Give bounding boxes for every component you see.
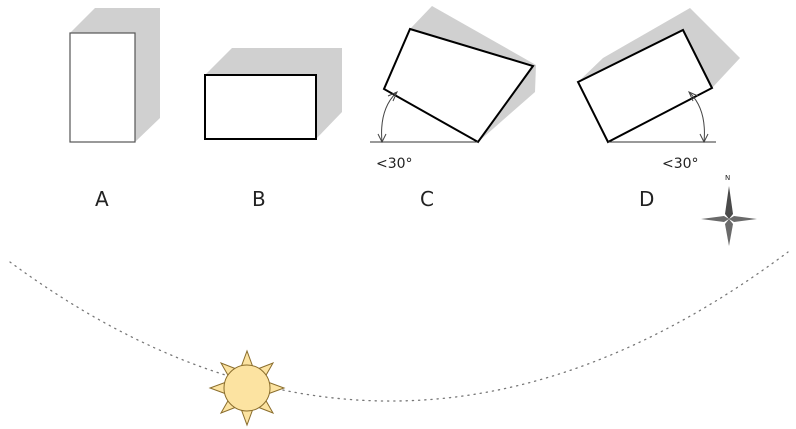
compass-south-point xyxy=(725,219,733,246)
building-b xyxy=(204,48,342,140)
building-d-arrow-top xyxy=(688,91,699,102)
building-c-arrow-bottom xyxy=(377,133,387,144)
building-c-angle-arc xyxy=(381,92,397,143)
compass-north-point xyxy=(725,186,733,219)
sun-path-arc xyxy=(9,251,789,402)
sun-icon xyxy=(208,349,286,427)
compass-west-point xyxy=(701,216,729,222)
compass-rose-icon: N xyxy=(701,174,757,246)
label-b: B xyxy=(252,187,266,211)
building-c-angle-label: <30° xyxy=(376,156,413,172)
label-d: D xyxy=(639,187,654,211)
building-d-arrow-bottom xyxy=(699,133,709,144)
compass-east-point xyxy=(729,216,757,222)
building-c: <30° xyxy=(370,6,536,172)
building-d-shadow xyxy=(578,8,740,88)
sun-disc xyxy=(223,364,271,412)
building-a xyxy=(69,8,160,143)
building-b-shadow xyxy=(205,48,342,139)
building-c-footprint xyxy=(382,27,535,144)
compass-north-label: N xyxy=(725,174,730,182)
building-a-shadow xyxy=(70,8,160,142)
building-c-arrow-top xyxy=(387,91,398,102)
building-d-angle-label: <30° xyxy=(662,156,699,172)
label-c: C xyxy=(420,187,434,211)
building-a-footprint xyxy=(69,32,136,143)
building-d-angle-arc xyxy=(689,92,705,143)
building-c-shadow xyxy=(410,6,536,142)
building-b-footprint xyxy=(204,74,317,140)
building-d: <30° xyxy=(576,8,740,172)
building-d-footprint xyxy=(576,28,714,144)
label-a: A xyxy=(95,187,109,211)
